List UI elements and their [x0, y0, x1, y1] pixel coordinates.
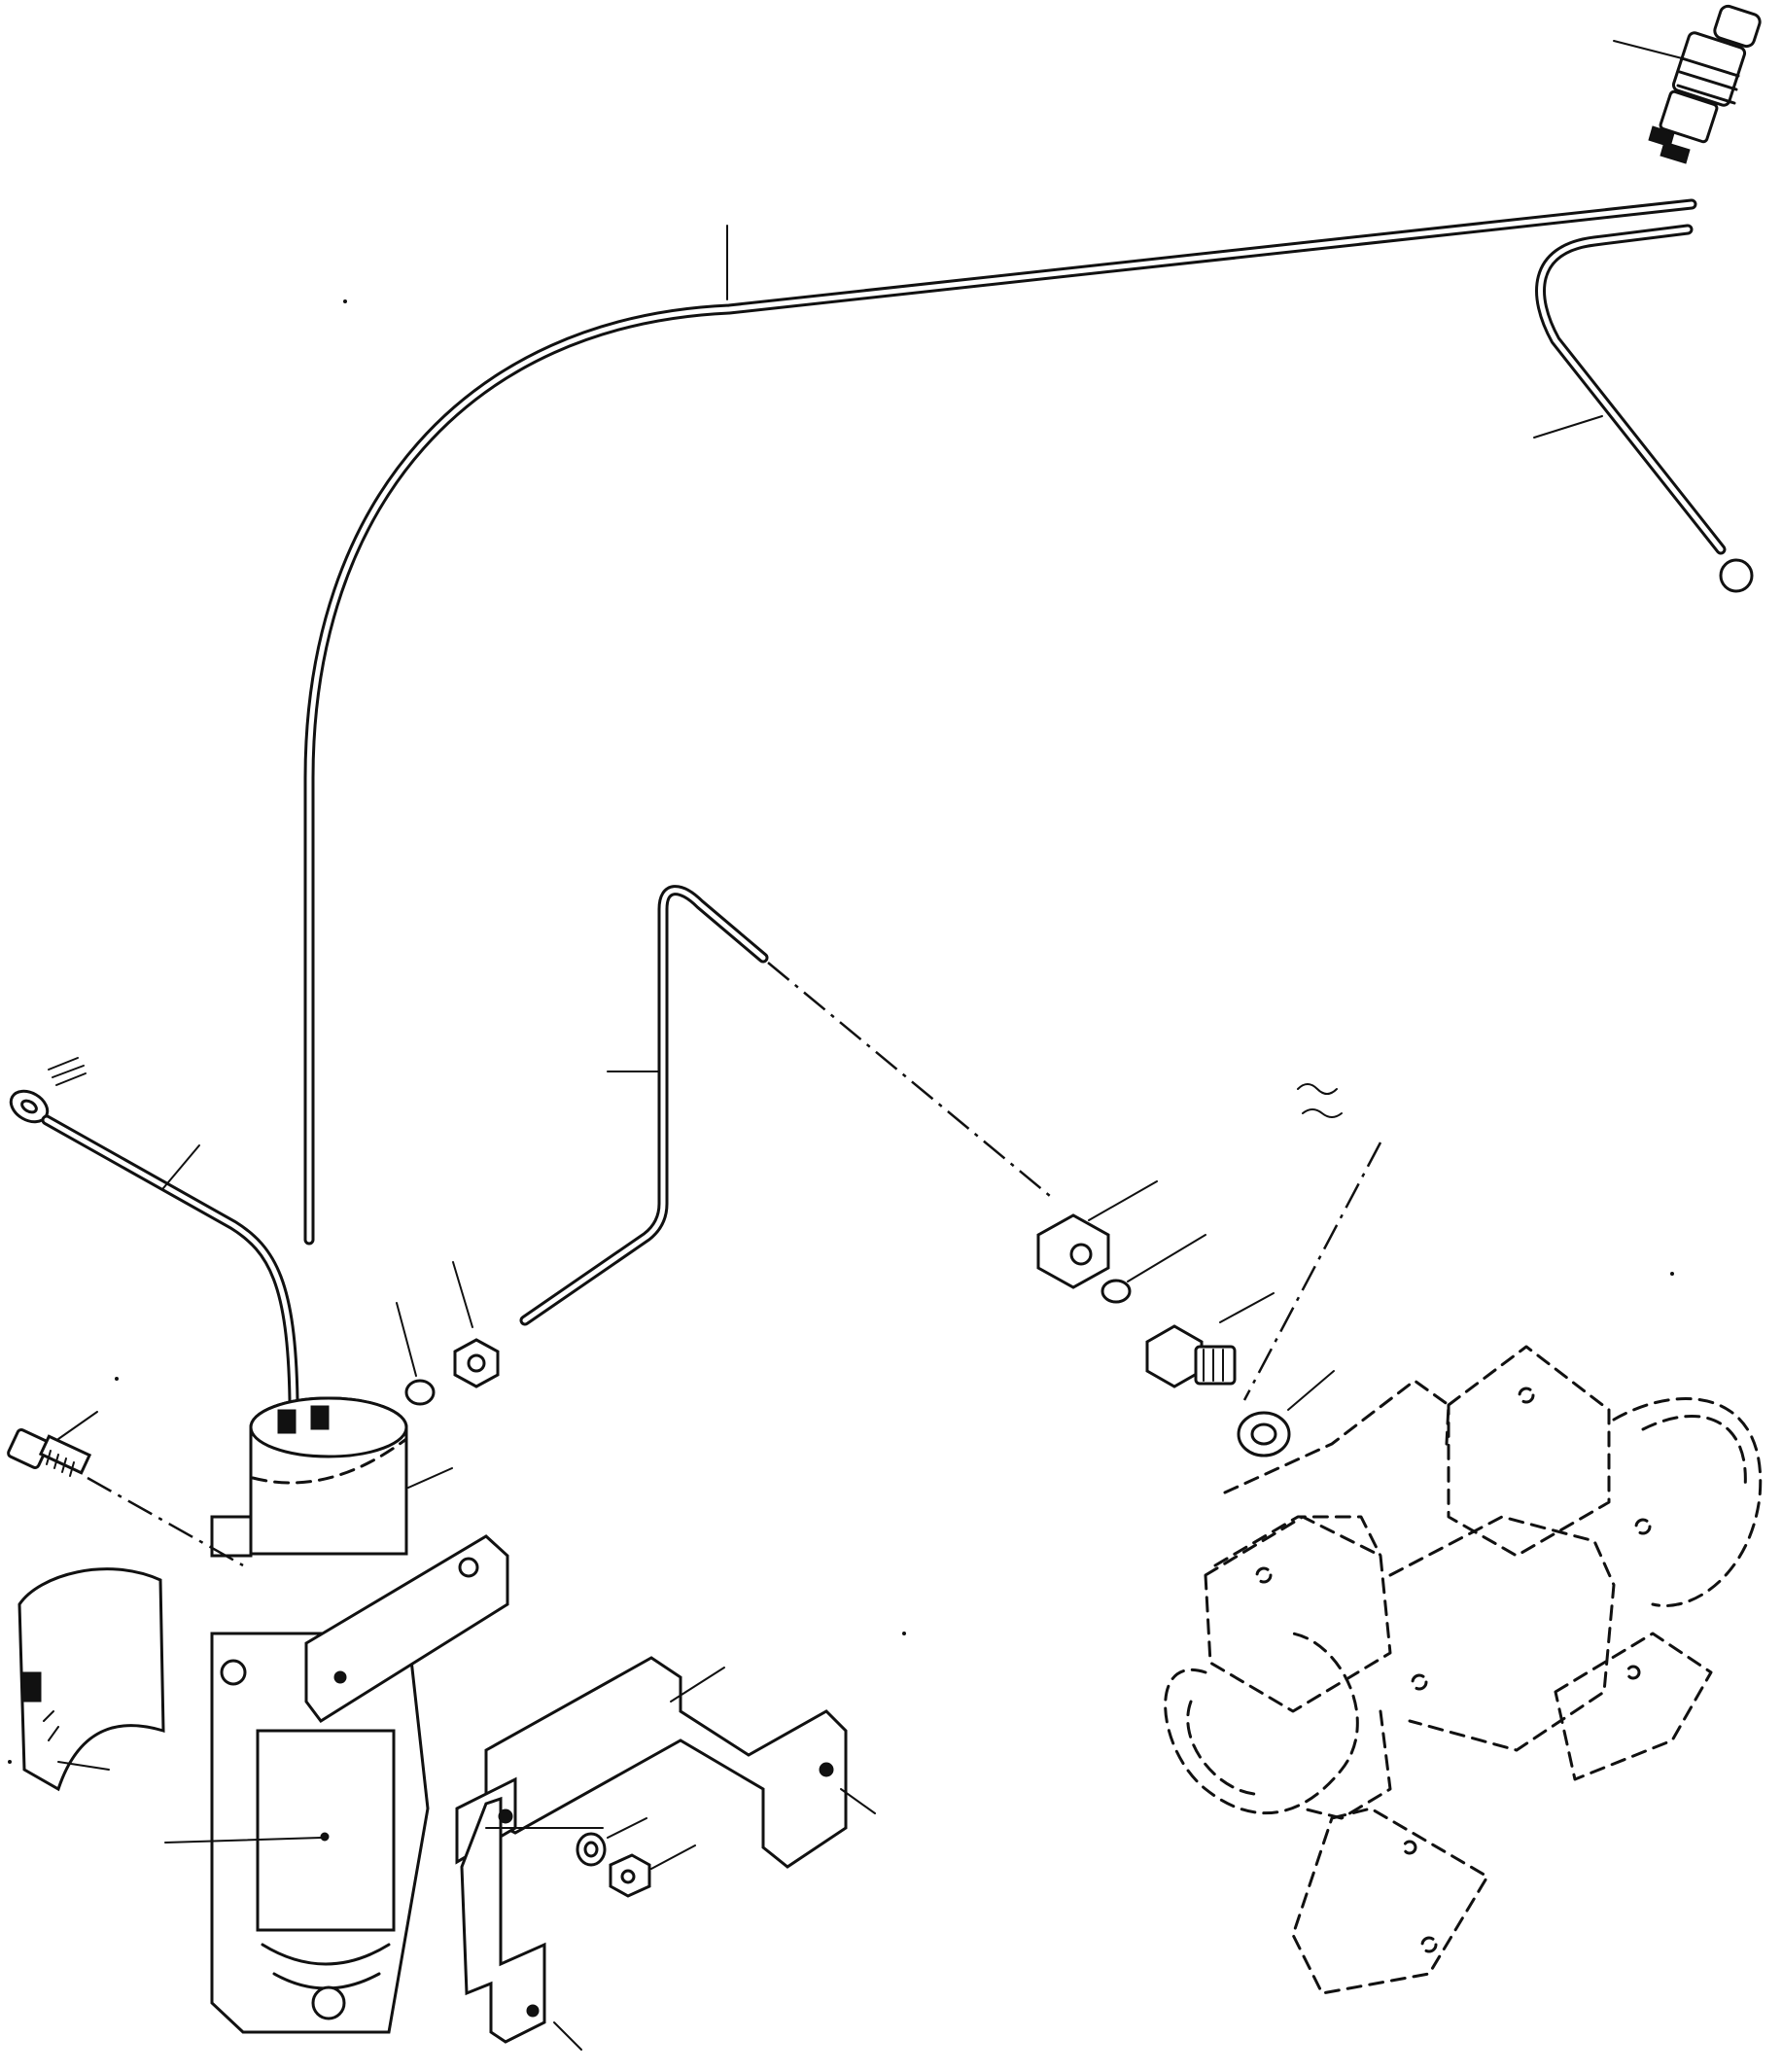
- gauge-fitting: [396, 1261, 500, 1406]
- oil-line: [519, 885, 1051, 1326]
- sender-unit-icon: [1613, 4, 1762, 164]
- mounting-bracket: [455, 1776, 604, 2051]
- fitting-sleeve: [1101, 1234, 1206, 1304]
- fitting-nut: [1036, 1180, 1158, 1289]
- bracket: [484, 1656, 876, 1869]
- pin-detail: [1242, 1083, 1382, 1401]
- print-specks: [8, 299, 1674, 1764]
- capillary-tube: [303, 198, 1697, 1246]
- bolt: [7, 1411, 244, 1567]
- gauge-body: [164, 1396, 509, 2034]
- adapter-fitting: [1145, 1292, 1275, 1388]
- ground-wire: [9, 1057, 299, 1406]
- bulb-probe: [1533, 224, 1754, 593]
- sealing-washer: [1237, 1370, 1335, 1457]
- washer-nut: [576, 1817, 696, 1898]
- clamp-strap: [17, 1567, 165, 1792]
- pump-outline: [1164, 1345, 1763, 1995]
